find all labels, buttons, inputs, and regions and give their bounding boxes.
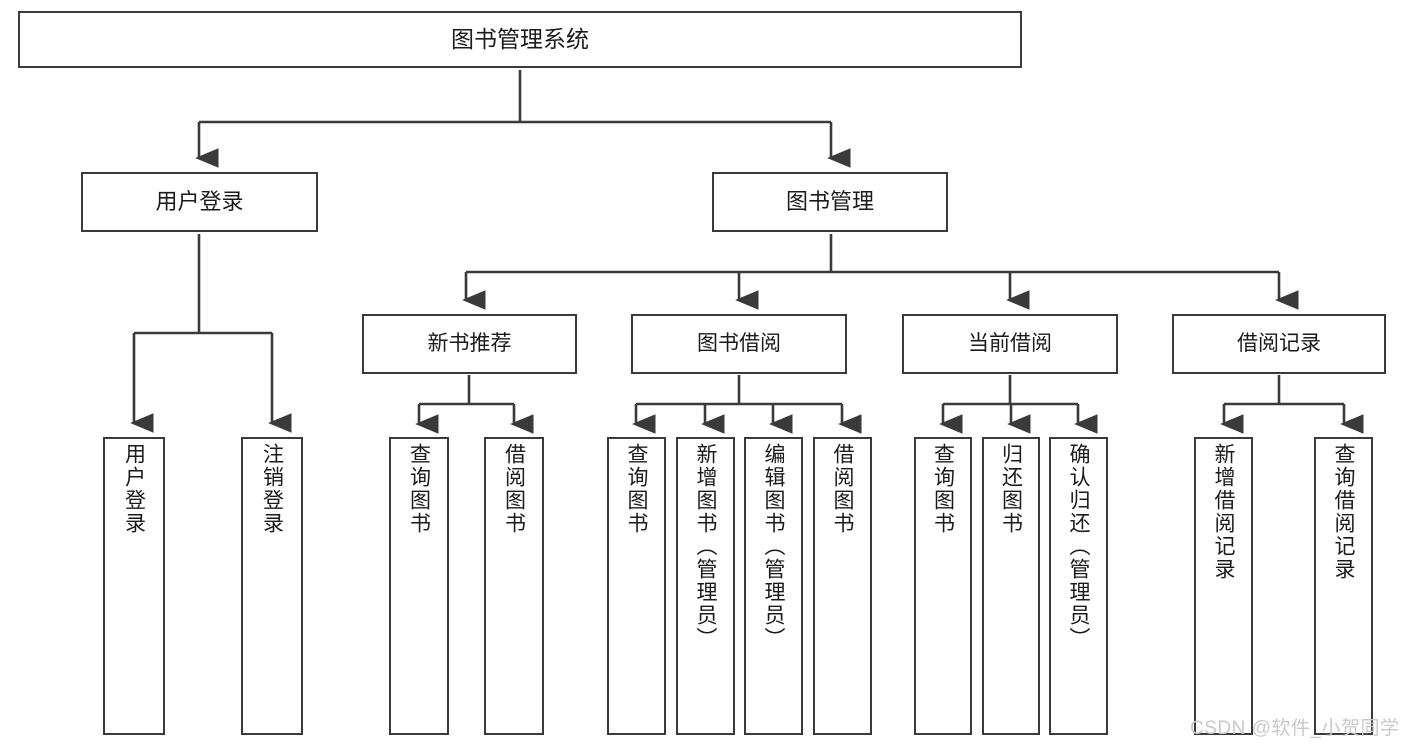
node-label: 图书借阅 <box>697 331 781 355</box>
leaf-label: 查询借阅记录 <box>1332 443 1355 581</box>
leaf-add-borrow-record[interactable]: 新增借阅记录 <box>1194 437 1253 735</box>
node-label: 借阅记录 <box>1237 331 1321 355</box>
leaf-return-book[interactable]: 归还图书 <box>982 437 1040 735</box>
node-label: 当前借阅 <box>968 331 1052 355</box>
node-label: 新书推荐 <box>427 331 512 355</box>
leaf-borrow-book-recommend[interactable]: 借阅图书 <box>484 437 544 735</box>
leaf-user-login[interactable]: 用户登录 <box>103 437 165 735</box>
leaf-label: 编辑图书（管理员） <box>762 443 785 650</box>
leaf-label: 查询图书 <box>407 443 431 535</box>
node-label: 图书管理系统 <box>451 25 589 52</box>
leaf-label: 用户登录 <box>122 443 146 535</box>
leaf-label: 新增图书（管理员） <box>694 443 717 650</box>
leaf-label: 查询图书 <box>931 443 955 535</box>
leaf-query-book-borrow[interactable]: 查询图书 <box>607 437 666 735</box>
leaf-query-book-recommend[interactable]: 查询图书 <box>389 437 449 735</box>
leaf-add-book-admin[interactable]: 新增图书（管理员） <box>676 437 735 735</box>
node-current-borrow[interactable]: 当前借阅 <box>902 314 1118 374</box>
leaf-query-borrow-record[interactable]: 查询借阅记录 <box>1314 437 1373 735</box>
leaf-confirm-return-admin[interactable]: 确认归还（管理员） <box>1049 437 1108 735</box>
leaf-label: 借阅图书 <box>831 443 854 535</box>
leaf-label: 确认归还（管理员） <box>1067 443 1090 650</box>
leaf-label: 归还图书 <box>999 443 1023 535</box>
node-new-book-recommend[interactable]: 新书推荐 <box>362 314 577 374</box>
node-borrow-record[interactable]: 借阅记录 <box>1172 314 1386 374</box>
leaf-query-book-current[interactable]: 查询图书 <box>914 437 972 735</box>
leaf-label: 新增借阅记录 <box>1212 443 1235 581</box>
leaf-label: 查询图书 <box>625 443 648 535</box>
watermark-text: CSDN @软件_小贺同学 <box>1190 718 1400 739</box>
node-book-management[interactable]: 图书管理 <box>712 172 948 232</box>
node-label: 图书管理 <box>785 189 874 215</box>
node-label: 用户登录 <box>155 189 244 215</box>
node-user-login[interactable]: 用户登录 <box>81 172 318 232</box>
leaf-borrow-book[interactable]: 借阅图书 <box>813 437 872 735</box>
leaf-user-logout[interactable]: 注销登录 <box>241 437 303 735</box>
leaf-label: 借阅图书 <box>502 443 526 535</box>
leaf-edit-book-admin[interactable]: 编辑图书（管理员） <box>744 437 803 735</box>
leaf-label: 注销登录 <box>260 443 284 535</box>
node-book-borrow[interactable]: 图书借阅 <box>631 314 847 374</box>
node-root[interactable]: 图书管理系统 <box>18 11 1022 68</box>
